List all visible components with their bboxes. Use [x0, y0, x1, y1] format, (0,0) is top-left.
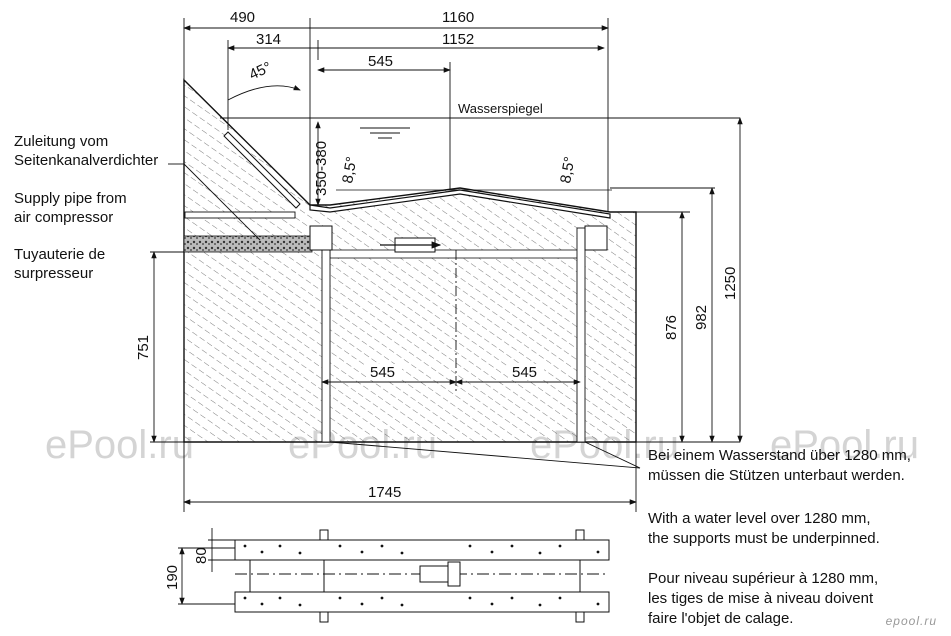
dim-1160: 1160	[442, 9, 474, 26]
dim-545-left: 545	[370, 364, 395, 381]
watermark: ePool.ru	[770, 423, 919, 467]
note-en: With a water level over 1280 mm, the sup…	[648, 509, 880, 549]
dim-1250: 1250	[722, 267, 739, 300]
supply-en-line2: air compressor	[14, 209, 114, 226]
dim-314: 314	[256, 31, 281, 48]
dim-350-380: 350-380	[313, 141, 330, 196]
plan-holes	[243, 544, 600, 607]
supply-fr-line1: Tuyauterie de	[14, 246, 106, 263]
angle-right: 8,5°	[557, 155, 578, 184]
plan-view	[234, 529, 610, 623]
supply-fr-line2: surpresseur	[14, 265, 94, 282]
horizontal-pipe	[184, 211, 296, 219]
supply-pipe-band	[183, 235, 313, 253]
support-post	[576, 227, 586, 443]
cover-plate	[309, 189, 611, 219]
dim-545-right: 545	[512, 364, 537, 381]
supply-label-de: Zuleitung vom Seitenkanalverdichter	[14, 132, 158, 170]
supply-de-line1: Zuleitung vom	[14, 133, 109, 150]
supply-label-fr: Tuyauterie de surpresseur	[14, 245, 105, 283]
dim-80: 80	[193, 547, 210, 564]
angle-left: 8,5°	[339, 155, 360, 184]
angle-45: 45°	[247, 59, 275, 84]
supply-de-line2: Seitenkanalverdichter	[14, 152, 159, 169]
sloped-pipe	[223, 131, 301, 209]
supply-en-line1: Supply pipe from	[14, 190, 127, 207]
dim-190: 190	[164, 565, 181, 590]
site-logo: epool.ru	[885, 614, 937, 628]
note-fr: Pour niveau supérieur à 1280 mm, les tig…	[648, 569, 878, 629]
note-en-line1: With a water level over 1280 mm,	[648, 510, 871, 527]
note-fr-line1: Pour niveau supérieur à 1280 mm,	[648, 570, 879, 587]
collector-box	[309, 225, 333, 251]
dim-751: 751	[135, 335, 152, 360]
note-de-line2: müssen die Stützen unterbaut werden.	[648, 467, 905, 484]
note-fr-line3: faire l'objet de calage.	[648, 610, 794, 627]
note-de: Bei einem Wasserstand über 1280 mm, müss…	[648, 446, 911, 486]
dim-1745: 1745	[368, 484, 401, 501]
water-level-label: Wasserspiegel	[458, 101, 543, 116]
collector-box	[584, 225, 608, 251]
dim-545: 545	[368, 53, 393, 70]
dim-982: 982	[693, 305, 710, 330]
supply-label-en: Supply pipe from air compressor	[14, 189, 127, 227]
note-fr-line2: les tiges de mise à niveau doivent	[648, 590, 874, 607]
note-de-line1: Bei einem Wasserstand über 1280 mm,	[648, 447, 911, 464]
top-dimensions	[183, 18, 609, 212]
note-en-line2: the supports must be underpinned.	[648, 530, 880, 547]
dim-1152: 1152	[442, 31, 474, 48]
concrete-section	[183, 78, 637, 443]
watermark: ePool.ru	[45, 423, 194, 467]
dim-490: 490	[230, 9, 255, 26]
support-post	[321, 227, 331, 443]
inner-cavity	[329, 249, 581, 259]
dim-876: 876	[663, 315, 680, 340]
